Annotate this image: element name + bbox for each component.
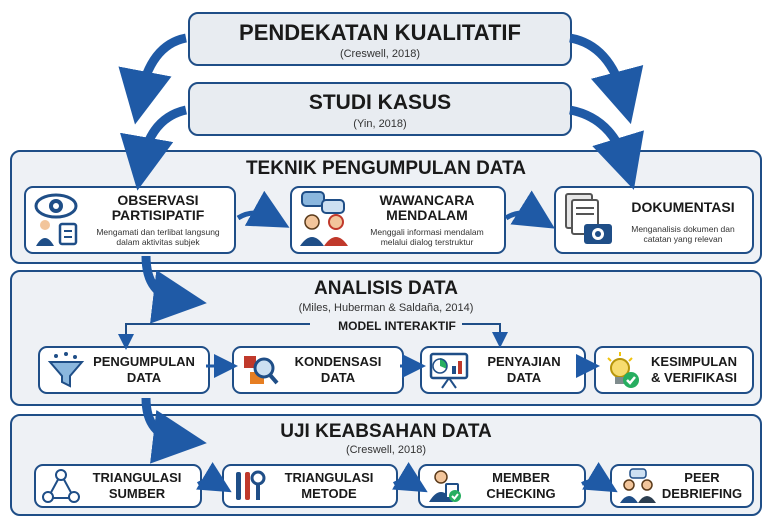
peers-chat-icon <box>620 468 656 503</box>
validity-step-4-line1: PEER <box>684 470 720 485</box>
validity-step-member: MEMBER CHECKING <box>418 464 586 508</box>
analysis-step-4-line1: KESIMPULAN <box>651 354 737 369</box>
analysis-step-2-line2: DATA <box>320 370 356 385</box>
validity-step-2-line2: METODE <box>301 486 357 501</box>
observation-desc-2: dalam aktivitas subjek <box>116 237 200 247</box>
analysis-step-3-line1: PENYAJIAN <box>487 354 561 369</box>
approach-title: PENDEKATAN KUALITATIF <box>239 20 521 45</box>
validity-step-1-line2: SUMBER <box>108 486 166 501</box>
data-collection-section: TEKNIK PENGUMPULAN DATA OBSERVASI PARTIS… <box>10 150 762 264</box>
validity-step-2-line1: TRIANGULASI <box>284 470 374 485</box>
magnifier-icon <box>244 356 279 385</box>
analysis-section: ANALISIS DATA (Miles, Huberman & Saldaña… <box>10 270 762 406</box>
document-camera-icon <box>565 193 612 244</box>
observation-card: OBSERVASI PARTISIPATIF Mengamati dan ter… <box>24 186 236 254</box>
analysis-title: ANALISIS DATA <box>314 278 458 299</box>
arrow-approach-left <box>118 33 188 125</box>
validity-step-source: TRIANGULASI SUMBER <box>34 464 202 508</box>
triangle-network-icon <box>42 469 80 503</box>
documentation-desc-1: Menganalisis dokumen dan <box>631 224 735 234</box>
lightbulb-check-icon <box>607 352 639 388</box>
analysis-step-2-line1: KONDENSASI <box>294 354 382 369</box>
analysis-citation: (Miles, Huberman & Saldaña, 2014) <box>298 302 474 314</box>
documentation-desc-2: catatan yang relevan <box>643 234 723 244</box>
eye-observer-icon <box>34 193 78 246</box>
interview-people-icon <box>300 191 348 246</box>
validity-step-3-line2: CHECKING <box>486 486 556 501</box>
analysis-step-collection: PENGUMPULAN DATA <box>38 346 210 394</box>
analysis-step-display: PENYAJIAN DATA <box>420 346 586 394</box>
observation-title-2: PARTISIPATIF <box>111 207 205 223</box>
documentation-card: DOKUMENTASI Menganalisis dokumen dan cat… <box>554 186 754 254</box>
validity-citation: (Creswell, 2018) <box>345 444 427 456</box>
tools-icon <box>236 470 266 500</box>
interview-title-2: MENDALAM <box>386 207 468 223</box>
arrow-approach-right <box>569 33 644 125</box>
observation-desc-1: Mengamati dan terlibat langsung <box>96 227 220 237</box>
validity-step-peer: PEER DEBRIEFING <box>610 464 754 508</box>
interview-card: WAWANCARA MENDALAM Menggali informasi me… <box>290 186 506 254</box>
approach-box: PENDEKATAN KUALITATIF (Creswell, 2018) <box>188 12 572 66</box>
approach-citation: (Creswell, 2018) <box>339 48 421 60</box>
analysis-step-1-line2: DATA <box>126 370 162 385</box>
validity-title: UJI KEABSAHAN DATA <box>280 421 492 442</box>
model-label: MODEL INTERAKTIF <box>312 319 482 333</box>
observation-title-1: OBSERVASI <box>117 192 199 208</box>
validity-step-1-line1: TRIANGULASI <box>92 470 182 485</box>
analysis-step-1-line1: PENGUMPULAN <box>93 354 195 369</box>
interview-desc-2: melalui dialog terstruktur <box>380 237 474 247</box>
case-study-box: STUDI KASUS (Yin, 2018) <box>188 82 572 136</box>
data-collection-title: TEKNIK PENGUMPULAN DATA <box>245 158 527 179</box>
analysis-step-conclusion: KESIMPULAN & VERIFIKASI <box>594 346 754 394</box>
funnel-icon <box>47 352 85 388</box>
validity-step-3-line1: MEMBER <box>492 470 550 485</box>
presentation-chart-icon <box>429 352 469 389</box>
validity-section: UJI KEABSAHAN DATA (Creswell, 2018) TRIA… <box>10 414 762 516</box>
interview-title-1: WAWANCARA <box>379 192 475 208</box>
case-study-citation: (Yin, 2018) <box>353 118 407 130</box>
analysis-step-3-line2: DATA <box>506 370 542 385</box>
analysis-step-condensation: KONDENSASI DATA <box>232 346 404 394</box>
case-study-title: STUDI KASUS <box>308 91 452 114</box>
analysis-step-4-line2: & VERIFIKASI <box>651 370 737 385</box>
interview-desc-1: Menggali informasi mendalam <box>370 227 484 237</box>
documentation-title: DOKUMENTASI <box>631 199 735 215</box>
person-check-icon <box>429 470 461 502</box>
validity-step-4-line2: DEBRIEFING <box>661 486 743 501</box>
validity-step-method: TRIANGULASI METODE <box>222 464 398 508</box>
